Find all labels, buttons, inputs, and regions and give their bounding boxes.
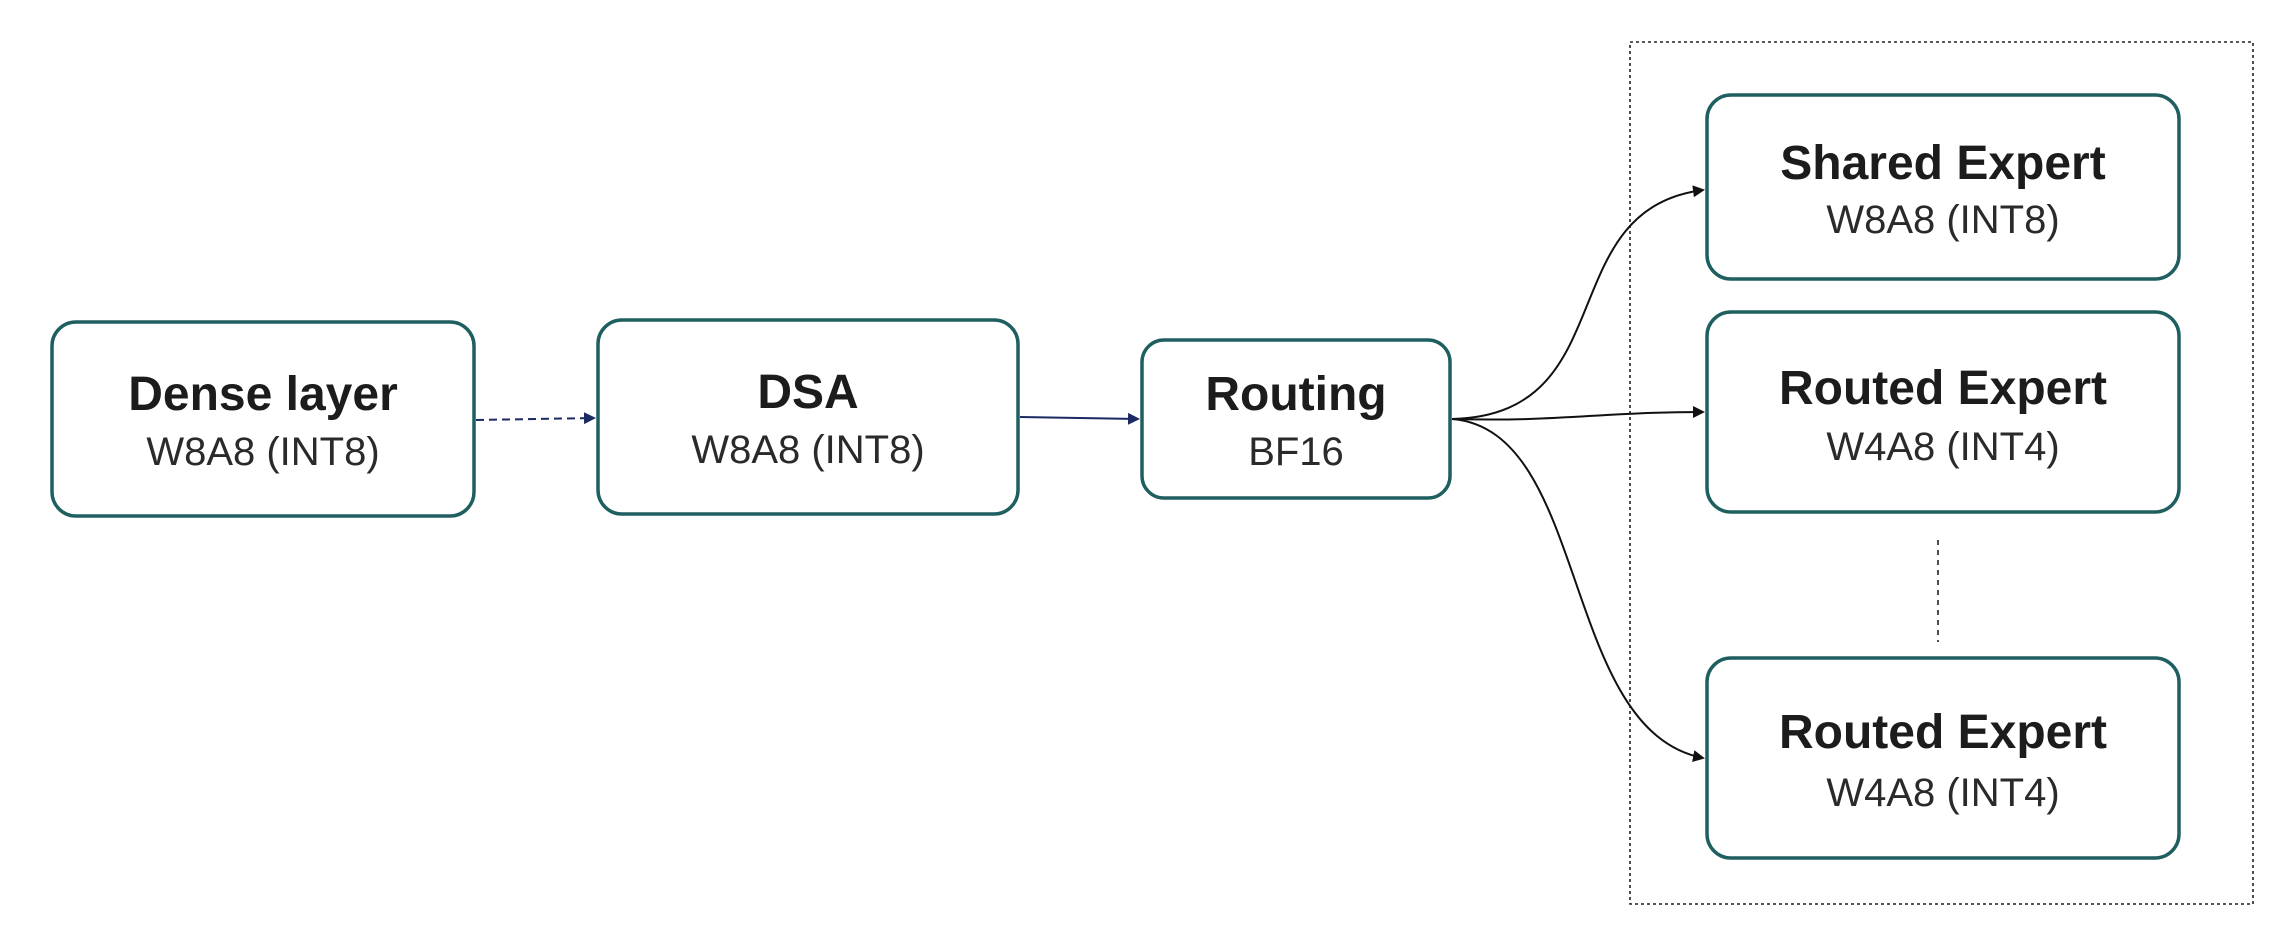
edge-dsa-to-routing	[1019, 412, 1140, 425]
routing-title: Routing	[1205, 368, 1386, 421]
edge-routing-to-routed-expert-2	[1451, 418, 1705, 762]
routing-subtitle: BF16	[1248, 430, 1344, 474]
routing-node: Routing BF16	[1140, 338, 1452, 500]
shared-expert-node: Shared Expert W8A8 (INT8)	[1705, 93, 2181, 281]
dsa-subtitle: W8A8 (INT8)	[691, 428, 924, 472]
dense-layer-subtitle: W8A8 (INT8)	[146, 430, 379, 474]
routed-expert-2-subtitle: W4A8 (INT4)	[1826, 771, 2059, 815]
routed-expert-1-title: Routed Expert	[1779, 362, 2107, 415]
dense-layer-node: Dense layer W8A8 (INT8)	[50, 320, 476, 518]
shared-expert-subtitle: W8A8 (INT8)	[1826, 198, 2059, 242]
edge-routing-to-shared-expert	[1451, 185, 1705, 420]
routed-expert-node-2: Routed Expert W4A8 (INT4)	[1705, 656, 2181, 860]
routed-expert-2-title: Routed Expert	[1779, 706, 2107, 759]
edge-dense-to-dsa	[475, 412, 596, 425]
edge-routing-to-routed-expert-1	[1451, 406, 1705, 421]
routed-expert-node-1: Routed Expert W4A8 (INT4)	[1705, 310, 2181, 514]
shared-expert-title: Shared Expert	[1780, 137, 2105, 190]
dsa-node: DSA W8A8 (INT8)	[596, 318, 1020, 516]
expert-group-container	[1629, 41, 2254, 905]
dsa-title: DSA	[757, 366, 858, 419]
dense-layer-title: Dense layer	[128, 368, 398, 421]
routed-expert-1-subtitle: W4A8 (INT4)	[1826, 425, 2059, 469]
